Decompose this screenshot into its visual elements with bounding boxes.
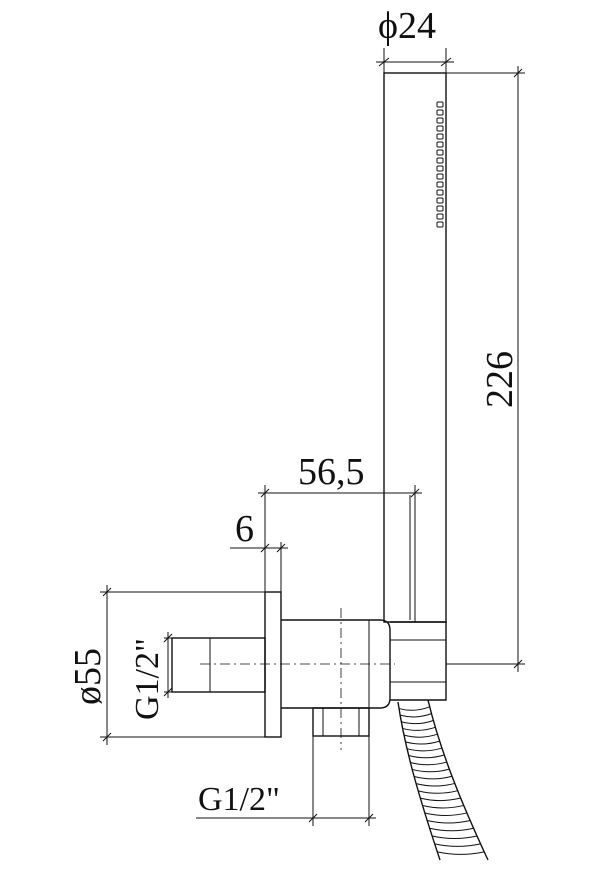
- nozzle-dot: [436, 149, 444, 156]
- nozzle-dot: [436, 189, 444, 196]
- nozzle-dot: [436, 213, 444, 220]
- hex-nut: [390, 621, 447, 701]
- dim-outlet-thread: G1/2": [196, 736, 376, 826]
- nozzle-dot: [436, 165, 444, 172]
- nozzle-dot: [436, 157, 444, 164]
- hose-rib: [410, 761, 447, 766]
- wall-plate: [264, 591, 282, 738]
- inlet-thread-label: G1/2": [129, 638, 166, 720]
- projection-label: 56,5: [298, 451, 365, 493]
- dim-total-height: 226: [446, 66, 525, 672]
- dim-projection: 56,5: [258, 451, 422, 622]
- hose-rib: [434, 843, 481, 847]
- hose-rib: [437, 851, 485, 855]
- dim-inlet-thread: G1/2": [129, 632, 173, 720]
- hose-rib: [405, 740, 440, 745]
- nozzle-dot: [436, 173, 444, 180]
- plate-diameter-label: ø55: [67, 648, 109, 705]
- handset-diameter-label: ϕ24: [378, 5, 436, 47]
- spray-nozzles: [436, 101, 444, 228]
- nozzle-dot: [436, 101, 444, 108]
- nozzle-dot: [436, 197, 444, 204]
- hose-rib: [422, 804, 464, 809]
- dim-plate-thickness: 6: [230, 508, 288, 592]
- nozzle-dot: [436, 117, 444, 124]
- hose-rib: [412, 768, 450, 773]
- nozzle-dot: [436, 205, 444, 212]
- hose-rib: [403, 733, 438, 738]
- dim-handset-diameter: ϕ24: [376, 5, 454, 73]
- nozzle-dot: [436, 133, 444, 140]
- nozzle-dot: [436, 181, 444, 188]
- center-lines: [200, 608, 395, 750]
- hose-rib: [420, 797, 461, 802]
- hose-rib: [431, 835, 478, 839]
- nozzle-dot: [436, 125, 444, 132]
- total-height-label: 226: [479, 351, 521, 408]
- hose-rib: [408, 754, 445, 759]
- shower-hose: [397, 699, 489, 861]
- hose-rib: [401, 720, 434, 725]
- hose-rib: [429, 827, 474, 832]
- hose-rib: [406, 747, 443, 752]
- hose-rib: [414, 775, 453, 780]
- nozzle-dot: [436, 141, 444, 148]
- hose-rib: [418, 790, 458, 794]
- hose-rib: [415, 782, 455, 787]
- plate-thickness-label: 6: [235, 508, 254, 550]
- dim-plate-diameter: ø55: [67, 585, 265, 745]
- outlet-thread-label: G1/2": [198, 781, 280, 818]
- hose-rib: [424, 812, 467, 816]
- hose-rib: [402, 726, 436, 731]
- inlet-stub: [171, 637, 266, 693]
- nozzle-dot: [436, 109, 444, 116]
- hose-rib: [427, 820, 471, 824]
- hose-rib: [399, 713, 432, 718]
- nozzle-dot: [436, 221, 444, 228]
- hose-rib: [398, 706, 430, 711]
